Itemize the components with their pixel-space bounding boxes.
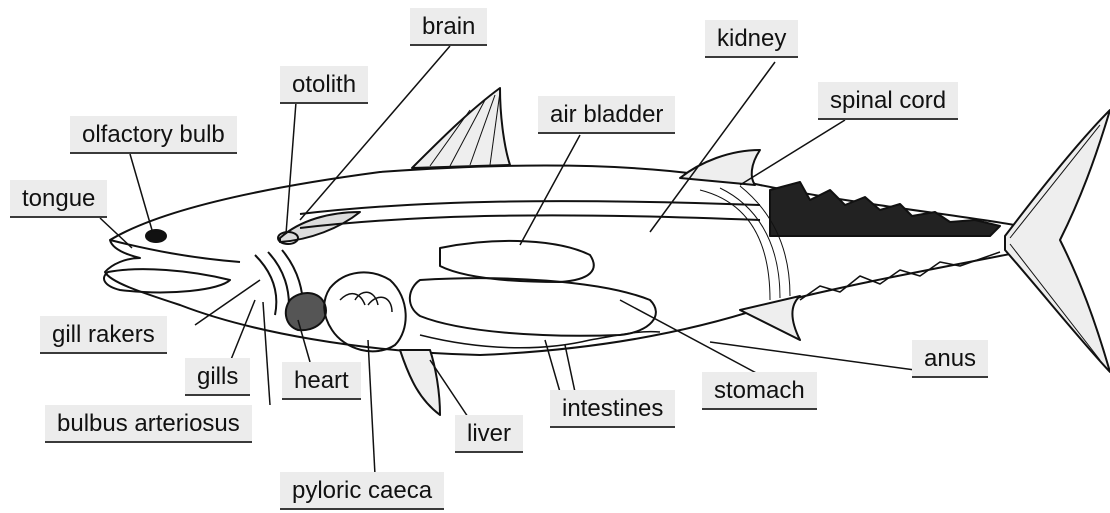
pelvic-fin <box>400 350 440 415</box>
stomach-shape <box>410 278 656 336</box>
fish-body-outline <box>105 166 1020 355</box>
label-intestines: intestines <box>550 390 675 428</box>
label-spinal-cord: spinal cord <box>818 82 958 120</box>
heart-shape <box>286 293 326 330</box>
label-stomach: stomach <box>702 372 817 410</box>
label-gills: gills <box>185 358 250 396</box>
brain-shape <box>280 212 360 242</box>
label-brain: brain <box>410 8 487 46</box>
label-gill-rakers: gill rakers <box>40 316 167 354</box>
label-air-bladder: air bladder <box>538 96 675 134</box>
label-otolith: otolith <box>280 66 368 104</box>
finlets <box>770 182 1000 236</box>
label-tongue: tongue <box>10 180 107 218</box>
liver-shape <box>324 272 405 351</box>
label-bulbus-arteriosus: bulbus arteriosus <box>45 405 252 443</box>
air-bladder-shape <box>440 241 594 282</box>
label-liver: liver <box>455 415 523 453</box>
label-pyloric-caeca: pyloric caeca <box>280 472 444 510</box>
olfactory-bulb-shape <box>146 230 166 242</box>
label-heart: heart <box>282 362 361 400</box>
tail-fin <box>1005 110 1110 372</box>
lower-jaw <box>104 269 230 292</box>
anal-fin <box>740 296 800 340</box>
label-kidney: kidney <box>705 20 798 58</box>
label-anus: anus <box>912 340 988 378</box>
spine-band <box>300 201 760 228</box>
label-olfactory-bulb: olfactory bulb <box>70 116 237 154</box>
